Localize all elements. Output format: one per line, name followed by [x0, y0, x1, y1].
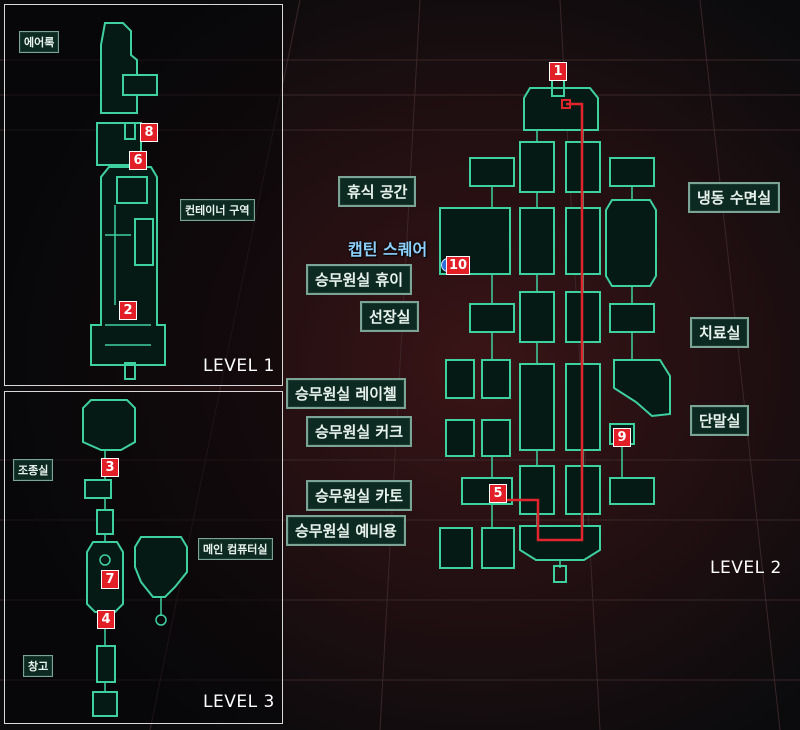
marker-10[interactable]: 10	[446, 256, 470, 275]
room-captain: 선장실	[360, 301, 420, 332]
room-storage: 창고	[23, 655, 54, 677]
room-crew-leichel: 승무원실 레이첼	[286, 378, 406, 409]
marker-3[interactable]: 3	[101, 458, 119, 477]
marker-4[interactable]: 4	[97, 610, 115, 629]
room-medbay: 치료실	[690, 317, 750, 348]
door-icon	[124, 122, 136, 140]
room-captain-square: 캡틴 스퀘어	[348, 240, 428, 259]
room-crew-kato: 승무원실 카토	[306, 480, 413, 511]
room-container-area: 컨테이너 구역	[180, 199, 255, 221]
elevator-icon	[99, 554, 111, 566]
route-path	[500, 102, 584, 542]
marker-8[interactable]: 8	[140, 123, 158, 142]
room-crew-spare: 승무원실 예비용	[286, 515, 406, 546]
marker-9[interactable]: 9	[613, 428, 631, 447]
room-cryo: 냉동 수면실	[688, 182, 781, 213]
door-icon	[553, 565, 567, 583]
level1-title: LEVEL 1	[203, 356, 275, 376]
room-lounge: 휴식 공간	[338, 176, 417, 207]
marker-2[interactable]: 2	[119, 301, 137, 320]
room-crew-huey: 승무원실 휴이	[306, 264, 413, 295]
marker-7[interactable]: 7	[101, 570, 119, 589]
marker-5[interactable]: 5	[489, 484, 507, 503]
room-cockpit: 조종실	[13, 459, 54, 481]
level3-title: LEVEL 3	[203, 692, 275, 712]
marker-1[interactable]: 1	[549, 62, 567, 81]
level1-map	[90, 22, 166, 380]
level1-panel: 에어록 컨테이너 구역 8 6 2 LEVEL 1	[4, 4, 283, 386]
elevator-icon	[155, 614, 167, 626]
room-airlock: 에어록	[19, 31, 60, 53]
room-terminal: 단말실	[690, 405, 750, 436]
marker-6[interactable]: 6	[129, 151, 147, 170]
door-icon	[124, 362, 136, 380]
room-main-computer: 메인 컴퓨터실	[198, 538, 273, 560]
room-crew-kirk: 승무원실 커크	[306, 416, 413, 447]
level2-title: LEVEL 2	[710, 558, 782, 578]
level3-panel: 조종실 메인 컴퓨터실 창고 3 7 4 LEVEL 3	[4, 391, 283, 724]
